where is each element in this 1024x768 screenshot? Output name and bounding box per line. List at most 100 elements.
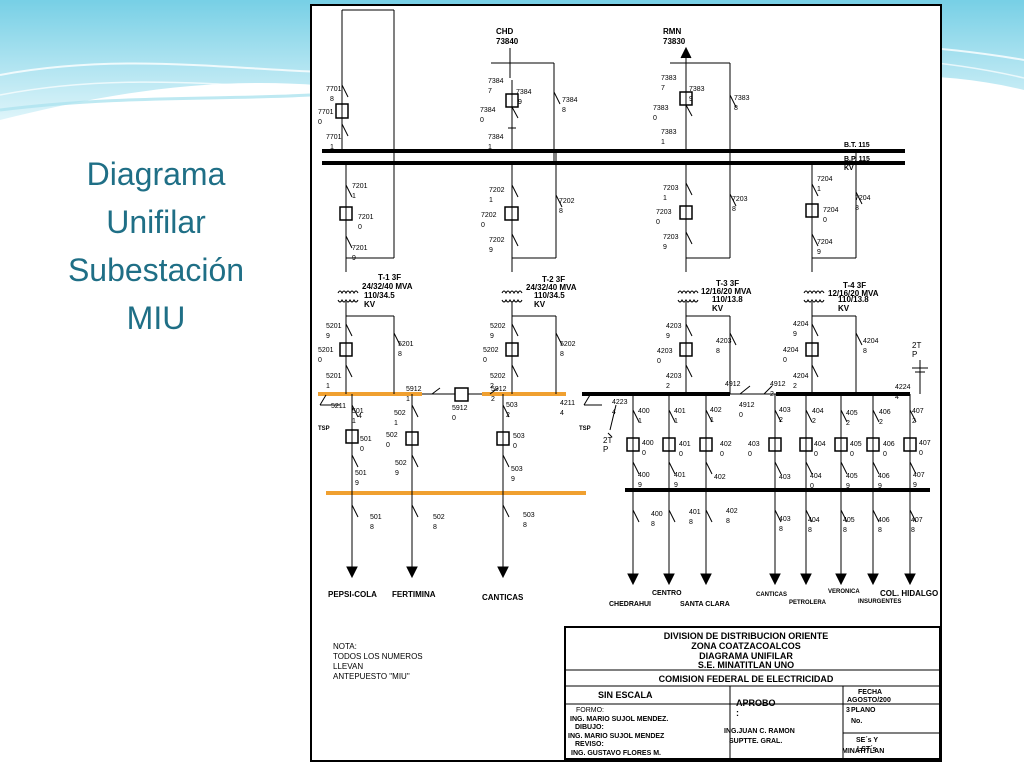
switch-code-label: 2 [506,412,510,419]
tsp-label-right: TSP [579,426,591,432]
approved-colon: : [736,708,739,718]
switch-code-label: 0 [318,119,322,126]
switch-code-label: 7384 [488,78,504,85]
switch-code-label: 1 [488,144,492,151]
switch-code-label: 4204 [863,338,879,345]
switch-code-label: 405 [843,517,855,524]
switch-code-label: 5211 [331,403,346,410]
switch-code-label: 5202 [483,347,499,354]
switch-code-label: 407 [912,408,924,415]
switch-code-label: 404 [810,473,822,480]
tsp-label-left: TSP [318,426,330,432]
switch-code-label: 5202 [490,323,506,330]
switch-code-label: 8 [843,527,847,534]
place-name: MINATITLAN [842,748,884,755]
switch-code-label: 401 [679,441,691,448]
t1-name: T-1 3F [378,273,401,282]
switch-code-label: 7383 [653,105,669,112]
t3-mva: 12/16/20 MVA [701,287,752,296]
t1-unit: KV [364,300,376,309]
switch-code-label: 400 [651,511,663,518]
switch-code-label: 4 [358,413,362,420]
switch-code-label: 501 [360,436,372,443]
approved-label: APROBO [736,698,776,708]
switch-code-label: 2 [491,396,495,403]
source-chd [491,48,561,163]
source-rmn [670,46,737,163]
date-label: FECHA [858,689,882,696]
reviso-name: ING. GUSTAVO FLORES M. [571,750,661,757]
switch-code-label: 0 [814,451,818,458]
potential-transformer-label-d: P [912,350,917,359]
diagram-name: DIAGRAMA UNIFILAR [699,651,793,661]
bay-7204 [805,151,863,272]
dibujo-name: ING. MARIO SUJOL MENDEZ [568,733,665,740]
ses-label: SE´s Y [856,737,878,744]
scale-label: SIN ESCALA [598,690,653,700]
switch-code-label: 4204 [793,321,809,328]
switch-code-label: 2 [490,383,494,390]
switch-code-label: 7701 [318,109,334,116]
switch-code-label: 9 [638,482,642,489]
note-block: NOTA: TODOS LOS NUMEROS LLEVAN ANTEPUEST… [333,642,423,681]
switch-code-label: 9 [689,96,693,103]
bus-bp-label: B.P. 115 [844,156,870,163]
title-line-3: Subestación [67,252,245,288]
t4-unit: KV [838,304,850,313]
potential-transformer-label-a: 2T [603,436,612,445]
bay-7201 [339,151,395,272]
switch-code-label: 9 [846,483,850,490]
switch-code-label: 7204 [817,176,833,183]
switch-code-label: 1 [817,186,821,193]
switch-code-label: 502 [395,460,407,467]
switch-code-label: 0 [642,450,646,457]
feeder-name-label: SANTA CLARA [680,601,730,608]
switch-code-label: 4211 [560,400,575,407]
switch-code-label: 4203 [666,373,682,380]
switch-code-label: 7203 [656,209,672,216]
date-value: AGOSTO/200 [847,697,891,704]
approver-name: ING.JUAN C. RAMON [724,728,795,735]
switch-code-label: 502 [386,432,398,439]
switch-code-label: 8 [559,208,563,215]
t1-mva: 24/32/40 MVA [362,282,413,291]
switch-code-label: 4 [612,409,616,416]
switch-code-label: 0 [318,357,322,364]
switch-code-label: 0 [823,217,827,224]
switch-code-label: 1 [638,418,642,425]
switch-code-label: 7384 [488,134,504,141]
diagram-frame [310,4,942,762]
switch-code-label: 9 [793,331,797,338]
switch-code-label: 1 [330,144,334,151]
switch-code-label: 9 [395,470,399,477]
switch-code-label: 5912 [452,405,468,412]
t2-kv: 110/34.5 [534,291,565,300]
note-line-4: ANTEPUESTO "MIU" [333,672,410,681]
formo-label: FORMO: [576,707,604,714]
title-block-text: DIVISION DE DISTRIBUCION ORIENTE ZONA CO… [568,631,891,757]
feeder-name-label: INSURGENTES [858,599,901,605]
switch-code-label: 0 [358,224,362,231]
source-rmn-name: RMN [663,27,681,36]
switch-code-label: 405 [846,410,858,417]
switch-code-label: 7384 [480,107,496,114]
switch-code-label: 503 [523,512,535,519]
switch-code-label: 407 [919,440,931,447]
switch-code-label: 405 [846,473,858,480]
t2-name: T-2 3F [542,275,565,284]
switch-code-label: 5201 [398,341,414,348]
switch-code-label: 502 [394,410,406,417]
switch-code-label: 9 [490,333,494,340]
switch-code-label: 401 [689,509,701,516]
switch-code-label: 0 [679,451,683,458]
switch-code-label: 503 [511,466,523,473]
switch-code-label: 406 [878,517,890,524]
switch-code-label: 401 [674,408,686,415]
switch-code-label: 2 [879,419,883,426]
switch-code-label: 9 [674,482,678,489]
plano-label: PLANO [851,707,876,714]
feeder-name-label: PETROLERA [789,600,827,606]
bay-7202 [504,151,563,272]
